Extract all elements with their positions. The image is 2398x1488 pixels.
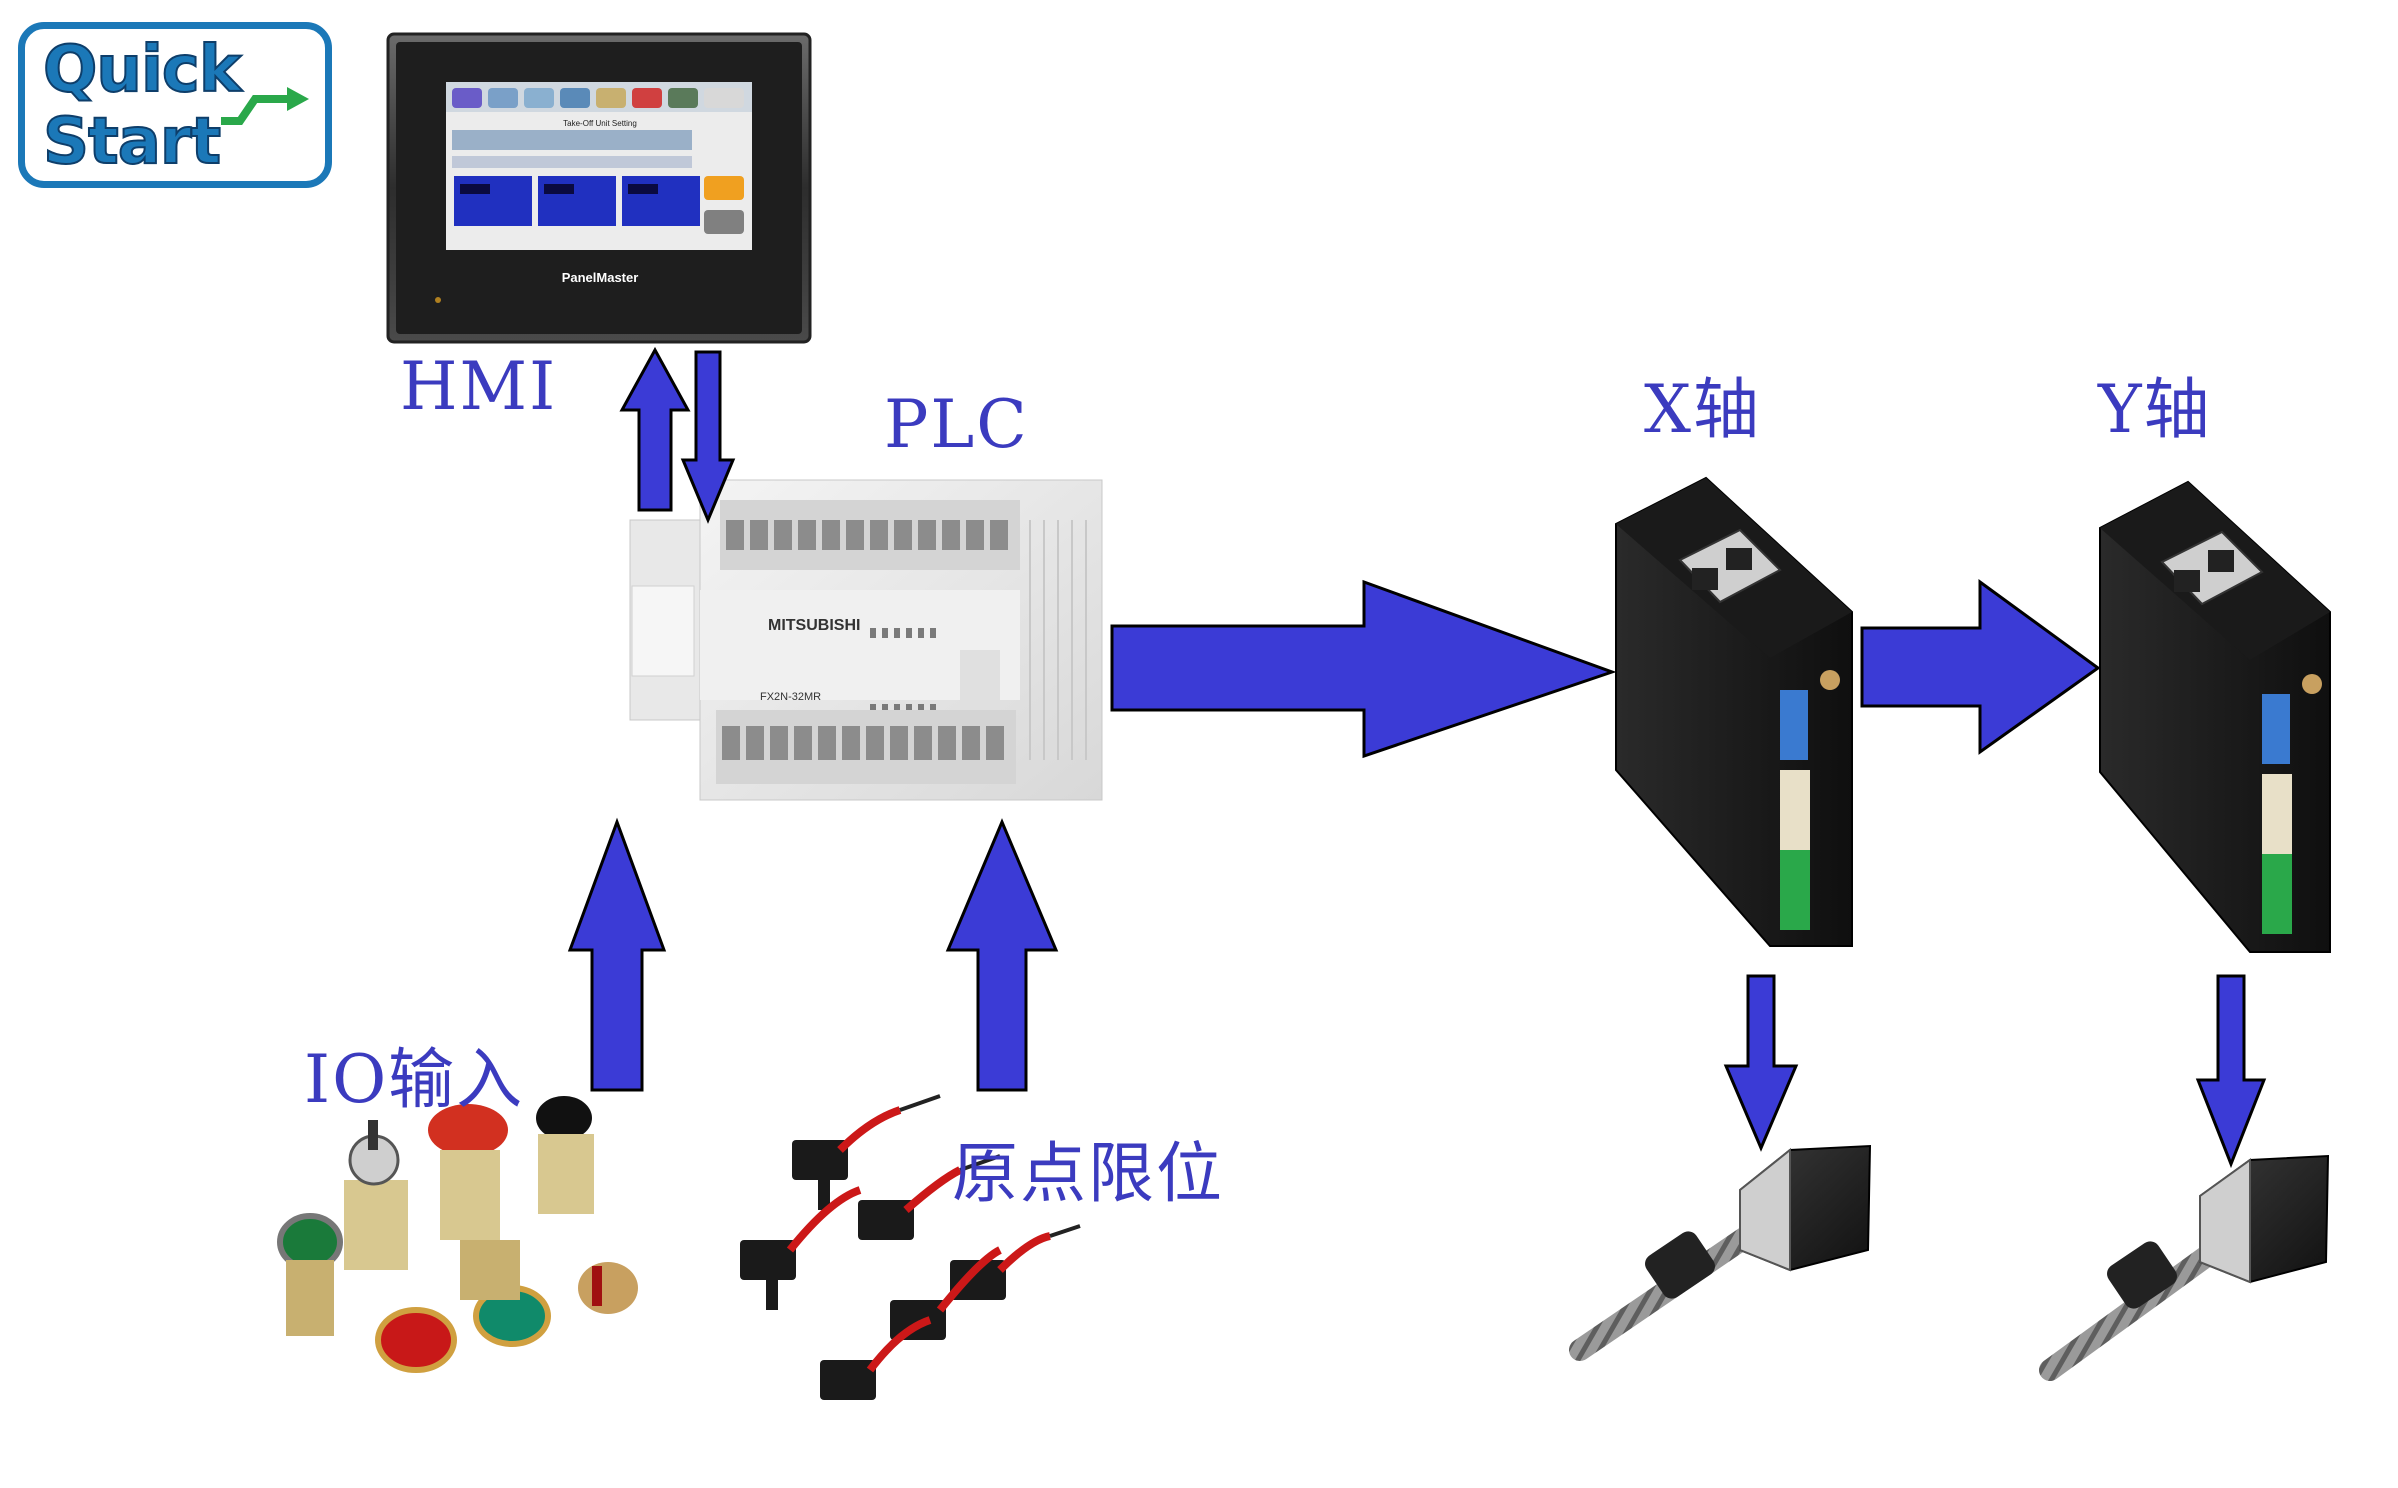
x-axis-driver-icon — [1615, 476, 1853, 947]
arrow-io-to-plc — [567, 817, 667, 1092]
arrow-plc-to-hmi — [619, 346, 691, 512]
io-input-label: IO输入 — [304, 1041, 525, 1118]
y-axis-stepper-motor-icon — [2039, 1154, 2330, 1381]
arrow-y-driver-to-motor — [2195, 974, 2267, 1169]
y-axis-driver-icon — [2099, 480, 2331, 953]
arrow-plc-to-x-driver — [1110, 579, 1617, 759]
quick-start-logo: Quick Start — [18, 22, 332, 188]
arrow-x-driver-to-motor — [1723, 974, 1799, 1152]
hmi-label: HMI — [400, 348, 558, 425]
x-axis-label: X轴 — [1644, 371, 1761, 448]
plc-brand-text: MITSUBISHI — [768, 617, 860, 634]
arrow-x-to-y-driver — [1860, 579, 2101, 755]
arrow-limit-to-plc — [945, 818, 1059, 1092]
photoelectric-limit-sensors-icon — [740, 1094, 1081, 1400]
hmi-touch-panel-icon: PanelMaster Take-Off Unit Setting — [386, 32, 812, 344]
plc-model-text: FX2N-32MR — [760, 691, 821, 703]
flow-arrows — [567, 346, 2267, 1169]
logo-line-2: Start — [42, 104, 222, 180]
arrow-hmi-to-plc — [680, 350, 736, 524]
plc-label: PLC — [884, 386, 1029, 463]
hmi-brand-text: PanelMaster — [562, 270, 639, 285]
logo-arrow-icon — [221, 87, 309, 125]
x-axis-stepper-motor-icon — [1569, 1144, 1872, 1361]
hmi-screen-title: Take-Off Unit Setting — [563, 119, 637, 128]
logo-line-1: Quick — [42, 32, 242, 108]
y-axis-label: Y轴 — [2098, 371, 2212, 448]
home-limit-label: 原点限位 — [952, 1135, 1224, 1212]
push-button-switches-icon — [277, 1096, 638, 1373]
plc-controller-icon: MITSUBISHI FX2N-32MR — [629, 479, 1103, 801]
